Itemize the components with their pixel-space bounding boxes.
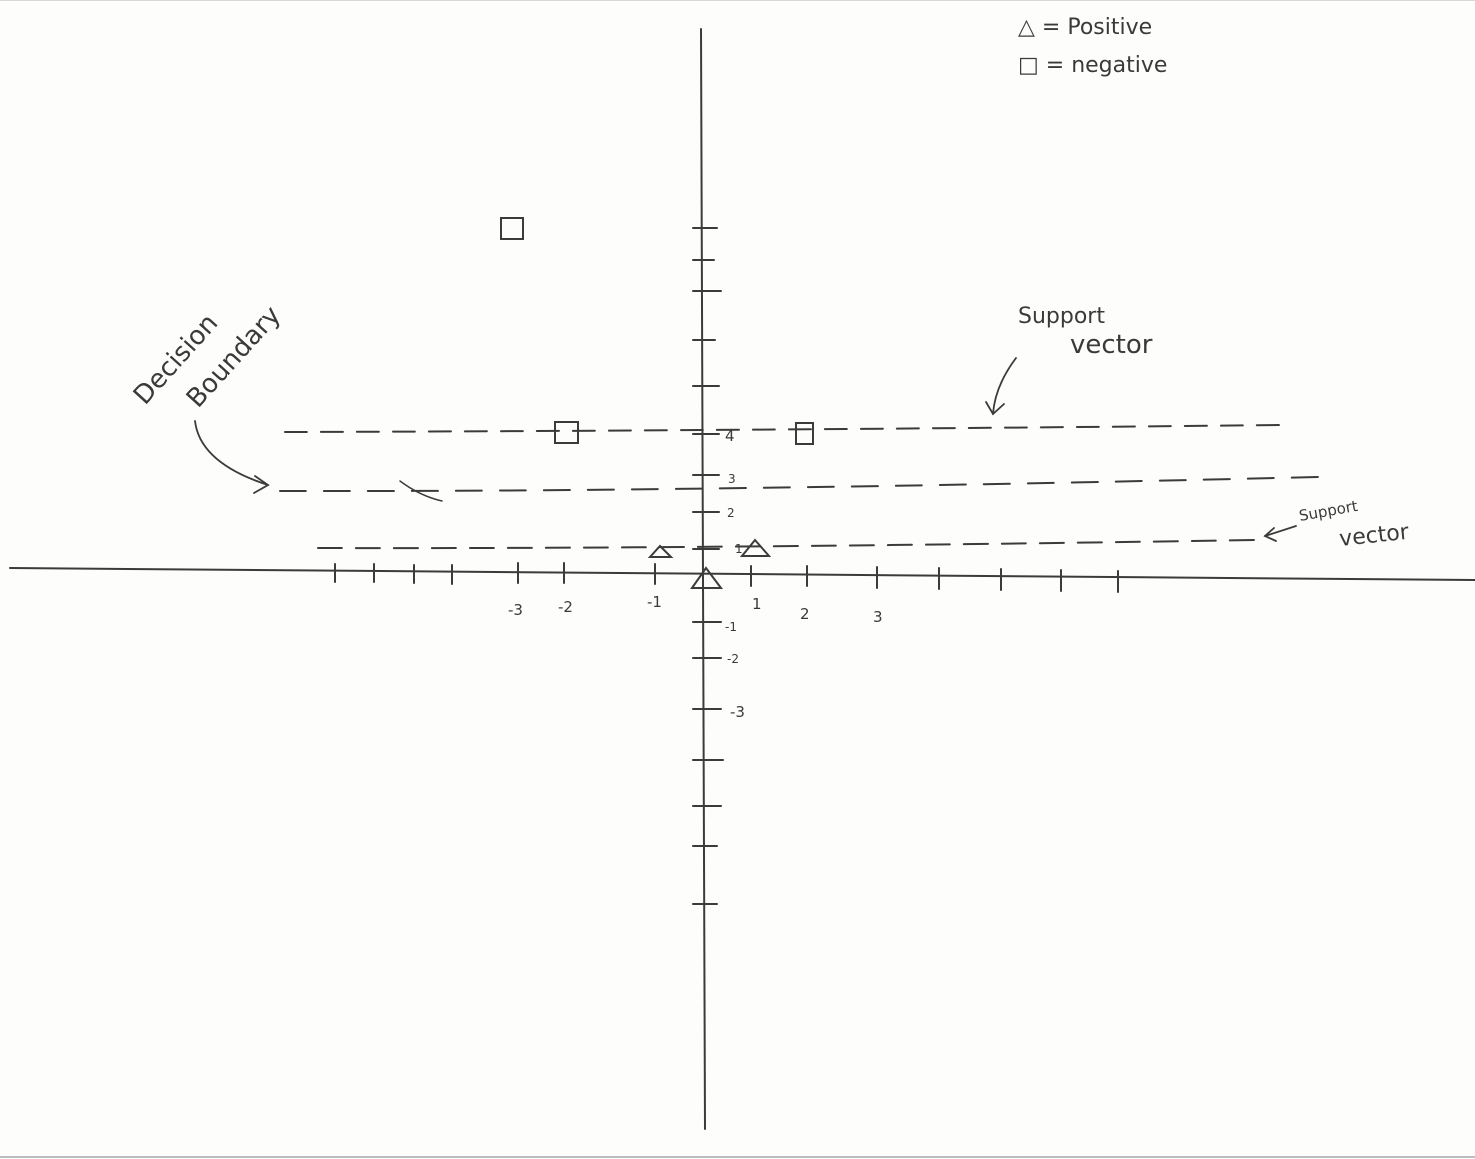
x-tick-labels: -3 -2 -1 1 2 3 xyxy=(508,593,883,626)
y-tick-label: 3 xyxy=(728,472,736,486)
legend-negative-label: □ = negative xyxy=(1018,53,1167,78)
arrow-head-icon xyxy=(253,475,270,494)
y-tick-label: 2 xyxy=(727,506,735,520)
y-ticks xyxy=(692,227,724,905)
arrow-head-icon xyxy=(1263,527,1277,542)
x-axis xyxy=(9,567,1475,581)
positive-points xyxy=(647,538,772,589)
decision-arrow xyxy=(194,420,269,486)
x-tick-label: -3 xyxy=(508,601,523,619)
y-tick-labels: 4 3 2 1 -1 -2 -3 xyxy=(725,427,745,721)
y-tick-label: -2 xyxy=(727,652,739,666)
support-vector-lower-arrow xyxy=(1264,525,1297,537)
support-label: Support xyxy=(1298,497,1360,525)
stray-pencil-mark xyxy=(399,480,443,502)
support-label: Support xyxy=(1018,304,1105,329)
negative-point xyxy=(500,217,524,240)
y-axis xyxy=(700,28,706,1130)
legend-positive-label: △ = Positive xyxy=(1018,15,1152,40)
support-vector-annotation-lower: Support vector xyxy=(1263,497,1411,552)
y-tick-label: -1 xyxy=(725,620,737,634)
negative-point xyxy=(554,421,579,444)
x-tick-label: 2 xyxy=(800,605,810,623)
x-tick-label: -1 xyxy=(647,593,662,611)
support-vector-line-upper xyxy=(284,424,1286,433)
vector-label: vector xyxy=(1070,330,1153,360)
decision-boundary-annotation: Decision Boundary xyxy=(128,301,287,494)
x-tick-label: 1 xyxy=(752,595,762,613)
x-tick-label: 3 xyxy=(873,608,883,626)
decision-boundary-line xyxy=(279,476,1319,493)
vector-label: vector xyxy=(1338,520,1411,552)
support-vector-annotation-upper: Support vector xyxy=(985,304,1153,416)
y-tick-label: 1 xyxy=(735,542,743,556)
support-vector-line-lower xyxy=(317,539,1256,550)
positive-point xyxy=(647,544,674,558)
x-tick-label: -2 xyxy=(558,598,573,616)
negative-point xyxy=(795,422,814,445)
positive-point xyxy=(690,566,723,589)
positive-point xyxy=(739,538,772,557)
legend: △ = Positive □ = negative xyxy=(1018,15,1167,78)
arrow-head-icon xyxy=(985,401,1005,416)
negative-points xyxy=(500,217,814,445)
x-ticks xyxy=(334,562,1119,593)
y-tick-label: -3 xyxy=(730,703,745,721)
y-tick-label: 4 xyxy=(725,427,735,445)
support-vector-upper-arrow xyxy=(992,357,1017,415)
